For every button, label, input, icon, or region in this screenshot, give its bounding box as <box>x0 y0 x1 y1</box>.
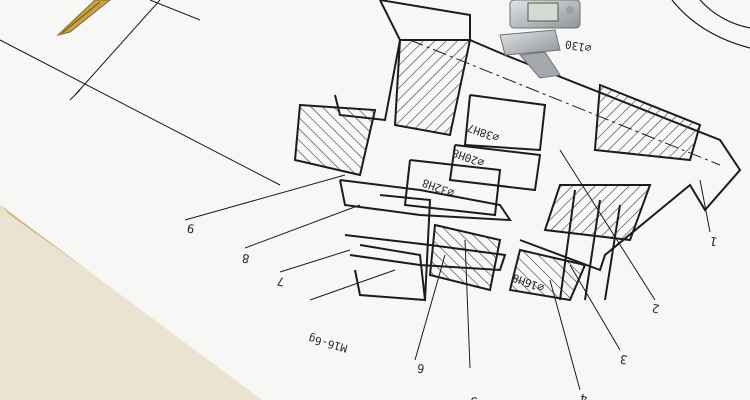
part-numbers: 1 2 3 4 5 6 7 8 9 <box>186 221 719 400</box>
paper-stack-edge <box>0 205 270 400</box>
part-number-3: 3 <box>619 352 629 367</box>
part-number-1: 1 <box>709 234 719 249</box>
part-number-8: 8 <box>241 251 251 266</box>
dim-d130: ⌀130 <box>564 37 592 54</box>
digital-caliper-icon <box>499 0 581 79</box>
assembly-drawing <box>293 0 742 302</box>
part-number-7: 7 <box>276 274 286 289</box>
part-number-2: 2 <box>651 301 661 316</box>
part-number-9: 9 <box>186 221 196 236</box>
arc-detail <box>671 0 750 49</box>
dimension-lines-topleft <box>0 0 281 186</box>
part-number-5: 5 <box>469 394 479 400</box>
part-number-4: 4 <box>579 391 589 400</box>
part-number-6: 6 <box>416 361 426 376</box>
leader-lines <box>184 149 711 391</box>
fountain-pen-nib-icon <box>56 0 111 36</box>
